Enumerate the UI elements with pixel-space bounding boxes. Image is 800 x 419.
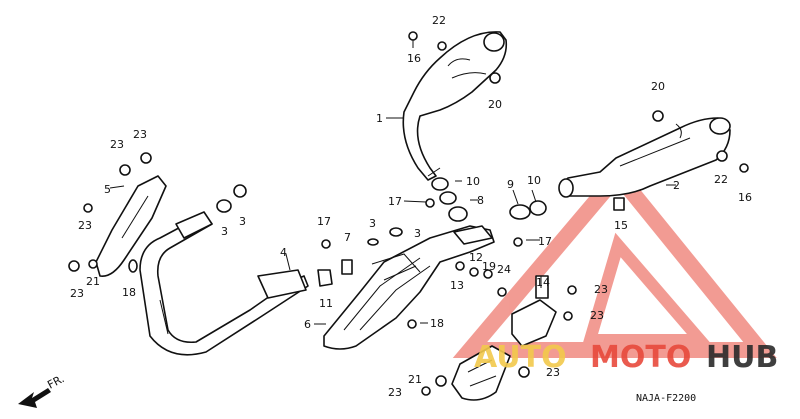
callout-7: 7 xyxy=(344,231,351,244)
callout-20: 20 xyxy=(651,80,665,93)
callout-13: 13 xyxy=(450,279,464,292)
callout-14: 14 xyxy=(536,276,550,289)
hardware-fasteners xyxy=(68,31,749,396)
callout-21: 21 xyxy=(86,275,100,288)
exhaust-pipe-left xyxy=(139,211,333,356)
muffler-upper-left xyxy=(402,31,508,181)
callout-23: 23 xyxy=(388,386,402,399)
callout-19: 19 xyxy=(482,260,496,273)
callout-4: 4 xyxy=(280,246,287,259)
front-direction-arrow: FR. xyxy=(18,372,66,408)
callout-23: 23 xyxy=(70,287,84,300)
callout-17: 17 xyxy=(317,215,331,228)
watermark-hub: HUB xyxy=(706,340,778,375)
callout-24: 24 xyxy=(497,263,511,276)
callout-2: 2 xyxy=(673,179,680,192)
callout-23: 23 xyxy=(594,283,608,296)
exhaust-collector xyxy=(323,225,495,350)
callout-23: 23 xyxy=(590,309,604,322)
callout-17: 17 xyxy=(538,235,552,248)
callout-10: 10 xyxy=(466,175,480,188)
callout-9: 9 xyxy=(507,178,514,191)
watermark-wordmark: AUTO MOTO HUB xyxy=(474,340,778,375)
callout-15: 15 xyxy=(614,219,628,232)
callout-17: 17 xyxy=(388,195,402,208)
callout-11: 11 xyxy=(319,297,333,310)
muffler-right xyxy=(558,117,731,198)
mount-bracket-14 xyxy=(511,275,557,347)
leader-lines xyxy=(109,117,676,325)
callout-6: 6 xyxy=(304,318,311,331)
callout-5: 5 xyxy=(104,183,111,196)
callout-21: 21 xyxy=(408,373,422,386)
callout-3: 3 xyxy=(221,225,228,238)
callout-10: 10 xyxy=(527,174,541,187)
callout-16: 16 xyxy=(738,191,752,204)
watermark-logo-triangle xyxy=(452,162,777,358)
callout-labels: 22 16 20 1 10 17 8 9 10 20 2 22 16 15 23… xyxy=(70,14,752,399)
callout-18: 18 xyxy=(122,286,136,299)
callout-20: 20 xyxy=(488,98,502,111)
callout-1: 1 xyxy=(376,112,383,125)
callout-23: 23 xyxy=(133,128,147,141)
callout-3: 3 xyxy=(369,217,376,230)
watermark-auto: AUTO xyxy=(474,340,567,375)
callout-22: 22 xyxy=(432,14,446,27)
callout-23: 23 xyxy=(78,219,92,232)
figure-code: NAJA-F2200 xyxy=(636,393,696,404)
callout-23: 23 xyxy=(546,366,560,379)
heat-shield-bracket xyxy=(95,175,167,277)
watermark-moto: MOTO xyxy=(590,340,691,375)
callout-22: 22 xyxy=(714,173,728,186)
callout-18: 18 xyxy=(430,317,444,330)
callout-12: 12 xyxy=(469,251,483,264)
callout-3: 3 xyxy=(414,227,421,240)
callout-3: 3 xyxy=(239,215,246,228)
exhaust-flange-lower xyxy=(451,345,511,401)
callout-16: 16 xyxy=(407,52,421,65)
callout-8: 8 xyxy=(477,194,484,207)
callout-23: 23 xyxy=(110,138,124,151)
